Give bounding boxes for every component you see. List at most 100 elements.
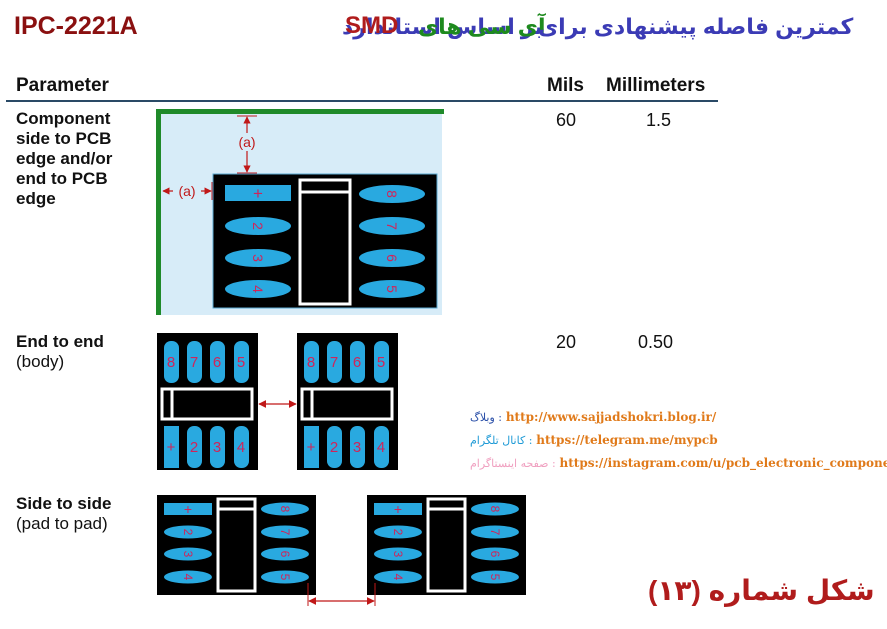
pad — [210, 426, 225, 468]
pin-label: + — [167, 439, 176, 456]
pin-label: 8 — [278, 506, 292, 513]
pin-label: 2 — [181, 529, 195, 536]
pad — [164, 547, 212, 561]
chip-body — [300, 387, 394, 421]
weblog-line: وبلاگ : http://www.sajjadshokri.blog.ir/ — [470, 410, 716, 424]
pad-3 — [225, 249, 291, 267]
chip-body — [160, 387, 254, 421]
pin-label: 7 — [330, 354, 338, 371]
pad — [261, 525, 309, 539]
pad — [164, 525, 212, 539]
header-mils: Mils — [547, 75, 584, 96]
weblog-link[interactable]: http://www.sajjadshokri.blog.ir/ — [505, 410, 717, 424]
title-min-distance: کمترین فاصله پیشنهادی برای — [538, 14, 854, 39]
pad — [374, 570, 422, 584]
pin-label: 6 — [384, 254, 400, 262]
pin-label: 5 — [237, 354, 245, 371]
pad — [374, 426, 389, 468]
title-smd: SMD — [345, 12, 399, 39]
pad-2 — [225, 217, 291, 235]
pin-label: 2 — [330, 439, 338, 456]
chip-body-notch — [300, 387, 314, 421]
pin-label: 8 — [167, 354, 175, 371]
pcb-top-edge — [156, 109, 444, 114]
pad — [234, 426, 249, 468]
chip-body-notch — [160, 387, 174, 421]
instagram-label: صفحه اینستاگرام : — [470, 457, 556, 470]
pad-6 — [359, 249, 425, 267]
pin-label: 6 — [353, 354, 361, 371]
pad — [374, 341, 389, 383]
dimension-label-horizontal: (a) — [178, 183, 195, 199]
chip-c: + 2 3 4 8 7 6 5 — [157, 495, 316, 595]
chip-body-notch — [216, 497, 257, 511]
pad-4 — [225, 280, 291, 298]
pad-plus — [374, 503, 422, 515]
pad — [374, 525, 422, 539]
pin-label: 5 — [278, 574, 292, 581]
pad — [164, 570, 212, 584]
pad — [164, 426, 179, 468]
pin-label: 6 — [488, 551, 502, 558]
telegram-link[interactable]: https://telegram.me/mypcb — [536, 433, 718, 447]
pin-label: 5 — [488, 574, 502, 581]
chip-b: 8 7 6 5 + 2 3 4 — [297, 333, 398, 470]
dimension-label-vertical: (a) — [238, 134, 255, 150]
pad — [327, 341, 342, 383]
page-title: IPC-2221A بر اساس استاندارد SMD آی سی ها… — [0, 12, 887, 52]
chip-d: + 2 3 4 8 7 6 5 — [367, 495, 526, 595]
pad — [304, 426, 319, 468]
pad — [187, 341, 202, 383]
instagram-link[interactable]: https://instagram.com/u/pcb_electronic_c… — [559, 456, 887, 470]
title-based-on: بر اساس استاندارد — [342, 14, 543, 39]
figure-caption: شکل شماره (۱۳) — [648, 575, 875, 606]
pad-8 — [359, 185, 425, 203]
pin-label: 3 — [353, 439, 361, 456]
side-to-side-diagram: + 2 3 4 8 7 6 5 + 2 3 4 — [157, 495, 526, 606]
pin-label: + — [307, 439, 316, 456]
pad — [327, 426, 342, 468]
chip-body — [216, 497, 257, 593]
pin-label: 5 — [377, 354, 385, 371]
pad — [234, 341, 249, 383]
chip-body-notch — [426, 497, 467, 511]
pin-label: 3 — [213, 439, 221, 456]
pin-label: 2 — [391, 529, 405, 536]
pin-label: 2 — [250, 222, 266, 230]
dimension-label-bg — [173, 182, 201, 199]
row2-mils: 20 — [556, 332, 577, 352]
dimension-label-bg — [234, 133, 260, 151]
pin-label: 8 — [307, 354, 315, 371]
pin-label: 7 — [488, 529, 502, 536]
chip-body — [298, 178, 352, 306]
pin-label: 7 — [190, 354, 198, 371]
row2-mm: 0.50 — [638, 332, 674, 352]
pad — [471, 502, 519, 516]
pin-label: 7 — [384, 222, 400, 230]
chip-body — [426, 497, 467, 593]
row-side-to-side-label: Side to side (pad to pad) — [16, 494, 112, 533]
pin-label: 3 — [391, 551, 405, 558]
pin-label: 4 — [391, 574, 405, 581]
pin-label: 4 — [181, 574, 195, 581]
chip-a: 8 7 6 5 + 2 3 4 — [157, 333, 258, 470]
title-ics: آی سی های — [418, 14, 546, 39]
pin-label: 2 — [190, 439, 198, 456]
pad — [210, 341, 225, 383]
pin-label: 4 — [250, 285, 266, 293]
header-divider — [6, 100, 718, 102]
pad — [187, 426, 202, 468]
pad-5 — [359, 280, 425, 298]
pad — [471, 547, 519, 561]
row-end-to-end-label: End to end (body) — [16, 332, 104, 371]
pin-label: 5 — [384, 285, 400, 293]
pin-label: 8 — [384, 190, 400, 198]
chip-body-notch — [298, 178, 352, 194]
pad — [164, 341, 179, 383]
component-edge-diagram: + 2 3 4 8 7 6 5 (a) (a) — [156, 109, 444, 315]
pin-label: + — [394, 501, 402, 517]
title-standard: IPC-2221A — [14, 12, 138, 40]
pin-label: 6 — [278, 551, 292, 558]
pad — [261, 570, 309, 584]
instagram-line: صفحه اینستاگرام : https://instagram.com/… — [470, 456, 887, 470]
